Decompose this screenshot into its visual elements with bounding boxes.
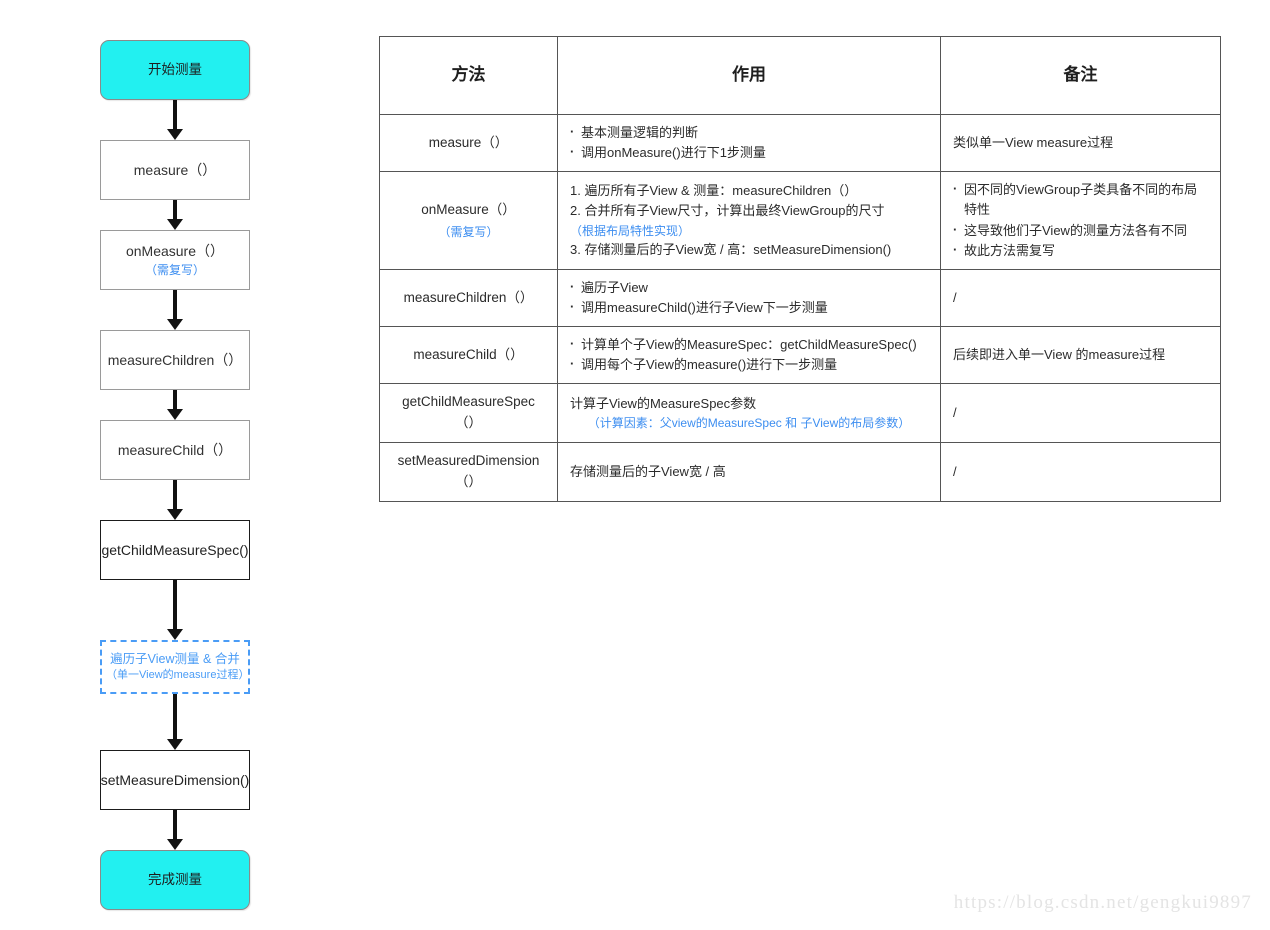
flow-node-label: measureChildren（） [107,351,243,368]
cell-blue-note: （根据布局特性实现） [570,223,691,238]
cell-bullet-item: 这导致他们子View的测量方法各有不同 [953,220,1208,241]
method-label: onMeasure（） [421,201,516,217]
viewgroup-measure-method-table: 方法 作用 备注 measure（） 基本测量逻辑的判断调用onMeasure()… [379,36,1221,503]
flow-node-start: 开始测量 [100,40,250,100]
cell-note: 类似单一View measure过程 [940,113,1221,173]
cell-text: / [953,405,957,421]
method-label: measureChildren（） [403,289,534,305]
table-row: measureChildren（） 遍历子View调用measureChild()… [379,268,1221,328]
flow-node-label: 完成测量 [148,871,202,887]
flow-node-measurechild: measureChild（） [100,420,250,480]
cell-note: / [940,442,1221,503]
cell-bullet-item: 计算单个子View的MeasureSpec：getChildMeasureSpe… [570,334,928,355]
flow-node-getchildmeasurespec: getChildMeasureSpec() [100,520,250,580]
flow-node-setmeasuredimension: setMeasureDimension() [100,750,250,810]
cell-bullet-item: 调用onMeasure()进行下1步测量 [570,142,928,163]
method-sublabel: （需复写） [438,224,499,239]
method-label: setMeasuredDimension（） [397,453,540,490]
cell-role-description: 存储测量后的子View宽 / 高 [557,442,941,503]
table-row: onMeasure（） （需复写） 1. 遍历所有子View & 测量：measur… [379,171,1221,270]
cell-bullet-list: 遍历子View调用measureChild()进行子View下一步测量 [570,277,928,318]
site-watermark: https://blog.csdn.net/gengkui9897 [953,892,1252,913]
cell-method-name: measureChildren（） [379,268,558,328]
flow-node-onmeasure: onMeasure（） （需复写） [100,230,250,290]
column-header-role: 作用 [557,36,941,115]
column-header-note: 备注 [940,36,1221,115]
flow-node-traverse-merge: 遍历子View测量 & 合并 （单一View的measure过程） [100,640,250,694]
cell-bullet-item: 调用每个子View的measure()进行下一步测量 [570,354,928,375]
cell-numbered-list: 1. 遍历所有子View & 测量：measureChildren（） 2. 合并… [570,181,928,259]
flow-node-label: setMeasureDimension() [100,771,250,788]
flow-node-sublabel: （单一View的measure过程） [106,669,250,682]
cell-text: / [953,464,957,480]
cell-role-description: 计算子View的MeasureSpec参数 （计算因素：父view的Measure… [557,383,941,444]
cell-bullet-list: 基本测量逻辑的判断调用onMeasure()进行下1步测量 [570,122,928,163]
flow-node-label: 开始测量 [148,61,202,77]
table-row: measure（） 基本测量逻辑的判断调用onMeasure()进行下1步测量 类似… [379,113,1221,173]
cell-numbered-item: 1. 遍历所有子View & 测量：measureChildren（） [570,183,858,199]
flow-node-finish: 完成测量 [100,850,250,910]
cell-role-description: 1. 遍历所有子View & 测量：measureChildren（） 2. 合并… [557,171,941,270]
flow-node-label: 遍历子View测量 & 合并 [110,652,240,667]
cell-role-description: 遍历子View调用measureChild()进行子View下一步测量 [557,268,941,328]
cell-bullet-item: 基本测量逻辑的判断 [570,122,928,143]
cell-bullet-item: 因不同的ViewGroup子类具备不同的布局特性 [953,179,1208,220]
flow-node-label: getChildMeasureSpec() [101,541,249,558]
table-row: getChildMeasureSpec（） 计算子View的MeasureSpec… [379,383,1221,444]
cell-method-name: setMeasuredDimension（） [379,442,558,503]
cell-bullet-list: 计算单个子View的MeasureSpec：getChildMeasureSpe… [570,334,928,375]
method-label: measure（） [428,134,509,150]
flow-node-label: onMeasure（） [125,242,225,259]
flow-node-measure: measure（） [100,140,250,200]
cell-text: 计算子View的MeasureSpec参数 [570,396,757,412]
cell-role-description: 基本测量逻辑的判断调用onMeasure()进行下1步测量 [557,113,941,173]
cell-note: / [940,268,1221,328]
cell-role-description: 计算单个子View的MeasureSpec：getChildMeasureSpe… [557,326,941,385]
flow-node-label: measureChild（） [117,441,233,458]
cell-method-name: onMeasure（） （需复写） [379,171,558,270]
cell-bullet-item: 遍历子View [570,277,928,298]
cell-bullet-item: 故此方法需复写 [953,240,1208,261]
method-label: getChildMeasureSpec（） [402,394,535,431]
cell-bullet-list: 因不同的ViewGroup子类具备不同的布局特性这导致他们子View的测量方法各… [953,179,1208,261]
cell-note: 后续即进入单一View 的measure过程 [940,326,1221,385]
cell-blue-note: （计算因素：父view的MeasureSpec 和 子View的布局参数） [587,416,911,431]
flow-node-label: measure（） [133,161,217,178]
method-label: measureChild（） [413,346,524,362]
table-row: measureChild（） 计算单个子View的MeasureSpec：getC… [379,326,1221,385]
cell-method-name: getChildMeasureSpec（） [379,383,558,444]
cell-text: 类似单一View measure过程 [953,135,1114,151]
cell-note: 因不同的ViewGroup子类具备不同的布局特性这导致他们子View的测量方法各… [940,171,1221,270]
cell-numbered-item: 3. 存储测量后的子View宽 / 高：setMeasureDimension(… [570,241,892,257]
cell-text: 存储测量后的子View宽 / 高 [570,464,726,480]
table-row: setMeasuredDimension（） 存储测量后的子View宽 / 高 / [379,442,1221,503]
cell-method-name: measure（） [379,113,558,173]
cell-text: / [953,289,957,305]
table-header-row: 方法 作用 备注 [379,36,1221,115]
cell-bullet-item: 调用measureChild()进行子View下一步测量 [570,297,928,318]
cell-method-name: measureChild（） [379,326,558,385]
cell-numbered-item: 2. 合并所有子View尺寸，计算出最终ViewGroup的尺寸 [570,203,885,219]
column-header-method: 方法 [379,36,558,115]
cell-text: 后续即进入单一View 的measure过程 [953,347,1166,363]
measure-flowchart: 开始测量 measure（） onMeasure（） （需复写） measureChil… [0,0,360,930]
flow-node-sublabel: （需复写） [144,262,205,277]
cell-note: / [940,383,1221,444]
flow-node-measurechildren: measureChildren（） [100,330,250,390]
